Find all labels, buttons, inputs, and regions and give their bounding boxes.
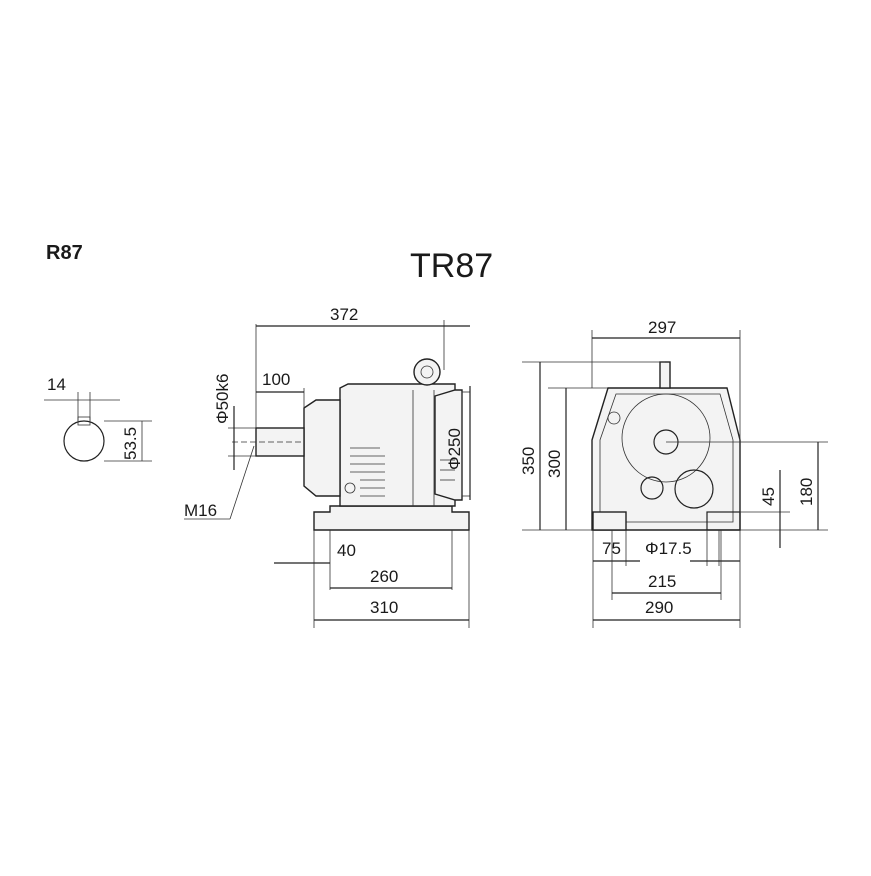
key-width-label: 14: [47, 375, 66, 394]
key-depth-label: 53.5: [121, 427, 140, 460]
oil-plug: [344, 482, 356, 494]
front-foot-left: [592, 511, 627, 531]
flange-diameter-label: Φ250: [445, 428, 464, 470]
front-view: 297 350 300 180 45 75 Φ17.5 215: [519, 318, 828, 628]
hole-diameter-label: Φ17.5: [645, 539, 692, 558]
drawing-title: TR87: [410, 247, 493, 285]
gear-left-circle: [640, 476, 664, 500]
foot-width-label: 290: [645, 598, 673, 617]
gear-right-circle: [674, 469, 714, 509]
model-code-label: R87: [46, 242, 83, 264]
shaft-section: 14 53.5: [44, 375, 152, 462]
shaft-length-label: 100: [262, 370, 290, 389]
thread-leader: [229, 445, 255, 520]
hole-spacing-label: 215: [648, 572, 676, 591]
gear-large-circle: [621, 393, 711, 483]
lifting-eye: [413, 358, 441, 386]
front-foot-right: [706, 511, 741, 531]
foot-offset-label: 40: [337, 541, 356, 560]
housing-height-label: 300: [545, 450, 564, 478]
shaft-center-height-label: 180: [797, 478, 816, 506]
overall-height-label: 350: [519, 447, 538, 475]
front-housing: [591, 387, 741, 531]
foot-length-label: 310: [370, 598, 398, 617]
side-bearing-cover: [303, 399, 341, 497]
side-foot: [313, 505, 470, 531]
side-flange: [434, 389, 463, 501]
thread-label: M16: [184, 501, 217, 520]
foot-height-label: 45: [759, 487, 778, 506]
foot-edge-label: 75: [602, 539, 621, 558]
overall-length-label: 372: [330, 305, 358, 324]
foot-hole-spacing-label: 260: [370, 567, 398, 586]
overall-width-label: 297: [648, 318, 676, 337]
side-view: 372 100 Φ50k6 M16 Φ250 40 260 310: [184, 305, 471, 628]
shaft-section-circle: [63, 420, 105, 462]
front-top-boss: [659, 361, 671, 389]
shaft-diameter-label: Φ50k6: [213, 374, 232, 424]
